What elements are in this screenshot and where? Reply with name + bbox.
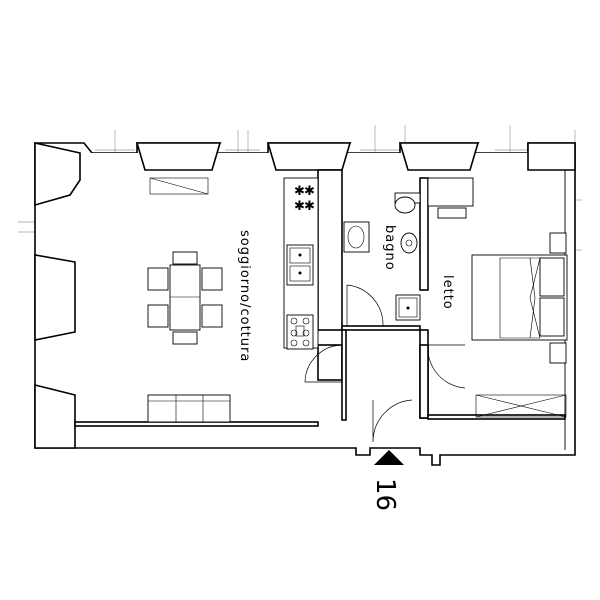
- double-bed: [471, 232, 568, 364]
- kitchen-counter: ✱ ✱ ✱ ✱: [283, 177, 319, 350]
- doors: [304, 284, 466, 443]
- bidet-icon: [400, 232, 418, 254]
- unit-number: 16: [370, 478, 400, 511]
- svg-text:✱: ✱: [294, 184, 306, 199]
- bathroom-fixtures: [343, 192, 421, 321]
- toilet-icon: [394, 192, 421, 214]
- room-label-bath: bagno: [382, 225, 397, 271]
- svg-text:✱: ✱: [304, 199, 316, 214]
- outer-walls: [34, 142, 576, 466]
- bedroom-desk: [427, 177, 474, 219]
- window-sills: [149, 177, 567, 418]
- stove-burners-icon: [286, 314, 314, 350]
- svg-text:✱: ✱: [294, 199, 306, 214]
- svg-text:✱: ✱: [304, 184, 316, 199]
- sofa: [147, 394, 231, 423]
- dining-table: [147, 251, 223, 345]
- room-label-living: soggiorno/cottura: [237, 230, 252, 362]
- washbasin-icon: [343, 221, 370, 253]
- entrance-arrow-icon: [374, 450, 404, 465]
- room-label-bed: letto: [440, 275, 455, 310]
- shower-tray-icon: [395, 294, 421, 321]
- kitchen-sink-icon: [286, 244, 314, 286]
